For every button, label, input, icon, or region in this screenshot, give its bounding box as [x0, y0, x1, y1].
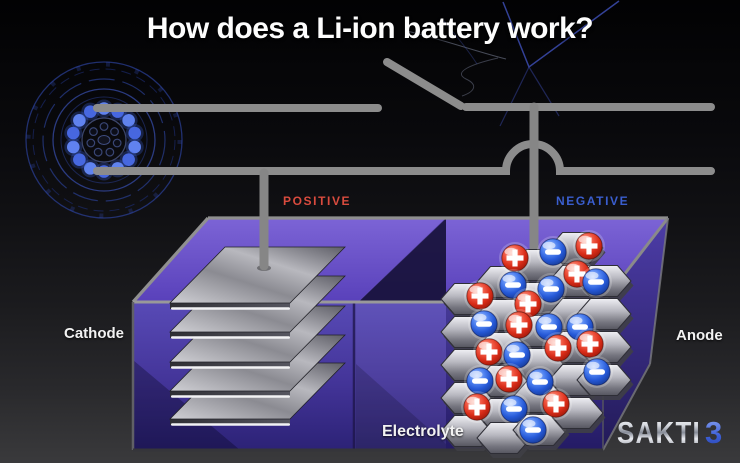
ion-positive — [499, 242, 531, 274]
ion-negative — [581, 356, 613, 388]
cathode-label: Cathode — [64, 325, 124, 342]
ion-positive — [542, 332, 574, 364]
ion-positive — [574, 328, 606, 360]
logo-main: SAKTI — [617, 415, 701, 450]
sakti3-logo: SAKTI 3 — [617, 415, 722, 450]
slide-title: How does a Li-ion battery work? — [146, 12, 594, 45]
car-wireframe-sketch — [406, 0, 620, 127]
wire-bottom — [93, 140, 715, 175]
ion-positive — [503, 309, 535, 341]
cathode-plate-stack — [169, 246, 346, 426]
ion-negative — [517, 414, 549, 446]
ion-negative — [464, 365, 496, 397]
wheel-diagram — [25, 61, 183, 219]
ion-negative — [468, 308, 500, 340]
ion-negative — [524, 366, 556, 398]
ion-positive — [573, 230, 605, 262]
negative-terminal-label: NEGATIVE — [556, 194, 630, 208]
ion-negative — [535, 273, 567, 305]
electrolyte-label: Electrolyte — [382, 423, 464, 440]
positive-terminal-label: POSITIVE — [283, 194, 352, 208]
circuit-wires — [93, 58, 715, 175]
ion-positive — [540, 388, 572, 420]
ion-positive — [461, 391, 493, 423]
cathode-plate — [169, 246, 346, 310]
ion-positive — [493, 363, 525, 395]
ion-positive — [464, 280, 496, 312]
anode-label: Anode — [676, 327, 723, 344]
ion-spheres — [461, 230, 613, 446]
logo-accent: 3 — [705, 415, 722, 450]
ion-negative — [498, 393, 530, 425]
ion-negative — [537, 236, 569, 268]
terminal-pipes — [259, 102, 539, 275]
ion-negative — [580, 266, 612, 298]
ion-negative — [501, 339, 533, 371]
switch-lever — [383, 58, 465, 110]
ion-positive — [473, 336, 505, 368]
